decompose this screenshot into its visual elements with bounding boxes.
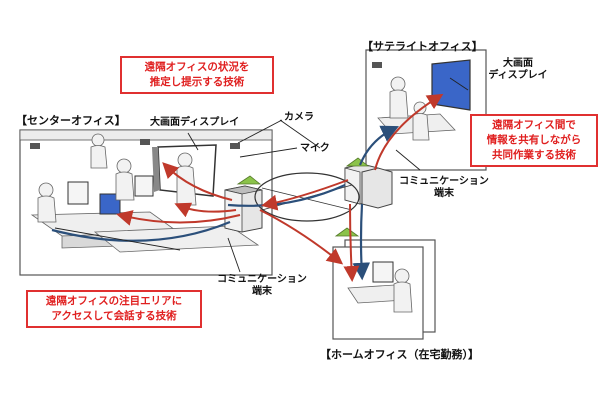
callout-estimate-line2: 推定し提示する技術 xyxy=(149,76,245,88)
satellite-comm-terminal-label: コミュニケーション 端末 xyxy=(396,176,492,200)
satellite-comm-terminal-label-line1: コミュニケーション xyxy=(399,176,489,187)
mic-label: マイク xyxy=(300,143,330,154)
center-big-display-label: 大画面ディスプレイ xyxy=(150,117,240,128)
monitor-icon xyxy=(372,261,394,283)
callout-share-box: 遠隔オフィス間で 情報を共有しながら 共同作業する技術 xyxy=(470,114,598,167)
satellite-big-display-icon xyxy=(431,59,471,111)
center-comm-terminal-icon xyxy=(224,185,263,233)
home-office-room xyxy=(332,227,436,340)
network-node-icon xyxy=(236,175,262,185)
center-comm-terminal-label: コミュニケーション 端末 xyxy=(214,274,310,298)
person-icon xyxy=(389,76,409,119)
camera-icon xyxy=(372,62,382,68)
callout-share-line3: 共同作業する技術 xyxy=(492,149,576,161)
satellite-big-display-label-line2: ディスプレイ xyxy=(488,70,548,81)
callout-access-box: 遠隔オフィスの注目エリアに アクセスして会話する技術 xyxy=(26,290,202,328)
satellite-office-room xyxy=(344,49,487,209)
monitor-icon xyxy=(134,175,154,197)
person-icon xyxy=(176,152,197,206)
callout-access-line1: 遠隔オフィスの注目エリアに xyxy=(45,295,183,307)
satellite-big-display-label: 大画面 ディスプレイ xyxy=(488,58,548,82)
callout-share-line1: 遠隔オフィス間で xyxy=(492,119,576,131)
network-ellipse xyxy=(254,172,360,222)
center-comm-terminal-label-line1: コミュニケーション xyxy=(217,274,307,285)
blue-connection-lines xyxy=(51,125,399,281)
callout-estimate-line1: 遠隔オフィスの状況を xyxy=(144,61,250,73)
center-office-room xyxy=(19,129,273,276)
satellite-comm-terminal-label-line2: 端末 xyxy=(434,188,454,199)
camera-icon xyxy=(140,139,150,145)
person-icon xyxy=(37,182,57,223)
red-arrows xyxy=(116,93,444,282)
person-icon xyxy=(393,268,413,313)
leader-lines xyxy=(54,77,469,273)
callout-estimate-box: 遠隔オフィスの状況を 推定し提示する技術 xyxy=(120,56,274,94)
monitor-icon xyxy=(67,181,89,205)
person-icon xyxy=(115,158,135,201)
satellite-comm-terminal-icon xyxy=(344,163,393,209)
network-node-icon xyxy=(345,157,370,167)
satellite-big-display-label-line1: 大画面 xyxy=(503,58,533,69)
person-icon xyxy=(90,133,108,169)
camera-icon xyxy=(230,143,240,149)
center-office-title: 【センターオフィス】 xyxy=(16,114,126,127)
callout-share-line2: 情報を共有しながら xyxy=(486,134,582,146)
satellite-office-title: 【サテライトオフィス】 xyxy=(362,40,483,53)
network-node-icon xyxy=(334,227,360,237)
monitor-icon xyxy=(99,193,121,215)
center-comm-terminal-label-line2: 端末 xyxy=(252,286,272,297)
camera-label: カメラ xyxy=(284,112,314,123)
camera-icon xyxy=(30,143,40,149)
home-office-title: 【ホームオフィス（在宅勤務）】 xyxy=(320,348,479,361)
callout-access-line2: アクセスして会話する技術 xyxy=(51,310,177,322)
